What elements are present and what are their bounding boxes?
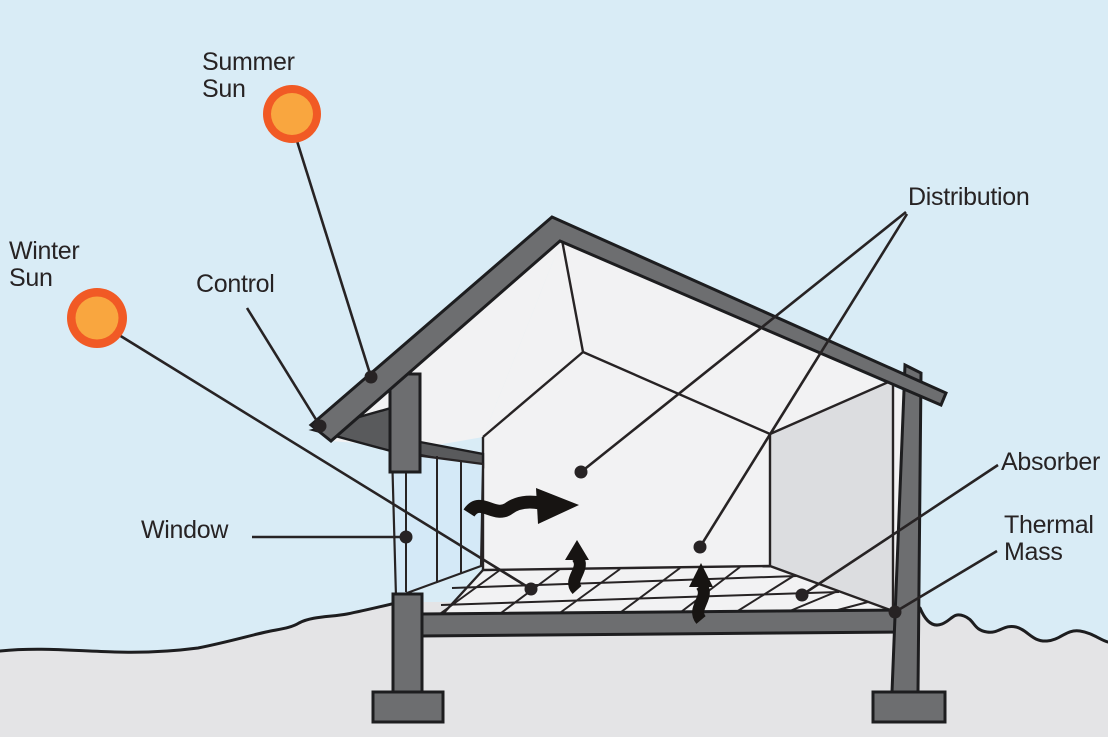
window-label: Window — [141, 516, 229, 544]
ceiling-ridge-fold-line — [560, 239, 585, 353]
summer-sun-label: Summer Sun — [202, 49, 295, 103]
ceiling-left-fold-line — [482, 351, 584, 438]
summer-sun-ray-line — [295, 140, 373, 378]
window-dot — [399, 530, 413, 544]
thermal-mass-dot — [888, 605, 902, 619]
winter-sun-ray-dot — [524, 582, 538, 596]
winter-sun-label-line2: Sun — [9, 264, 53, 292]
distribution-callout-line-wall — [580, 210, 907, 474]
thermal-mass-label-line1: Thermal — [1004, 511, 1094, 539]
ceiling-back-wall-line — [582, 350, 771, 436]
control-dot — [313, 419, 327, 433]
back-wall-floor-line — [482, 564, 771, 572]
winter-sun-label: Winter Sun — [9, 237, 80, 292]
left-post-upper — [388, 372, 422, 474]
thermal-mass-label-line2: Mass — [1004, 538, 1063, 566]
distribution-callout-line-floor — [698, 213, 909, 548]
ground — [0, 602, 1108, 737]
control-callout-line — [245, 307, 322, 427]
right-footing — [871, 690, 947, 724]
ground-contour — [0, 600, 1108, 654]
left-footing — [371, 690, 445, 724]
control-label: Control — [196, 270, 275, 298]
rising-heat-arrow-icon — [565, 540, 589, 595]
thermal-mass-label: Thermal Mass — [1004, 512, 1094, 566]
winter-sun-ray-line — [118, 333, 532, 591]
distribution-floor-dot — [693, 540, 707, 554]
thermal-mass-callout-line — [894, 549, 998, 614]
absorber-callout-line — [801, 463, 999, 597]
distribution-label: Distribution — [908, 183, 1030, 211]
summer-sun-ray-dot — [364, 370, 378, 384]
distribution-wall-dot — [574, 465, 588, 479]
winter-sun-label-line1: Winter — [9, 237, 80, 265]
summer-sun-label-line1: Summer — [202, 48, 295, 76]
airflow-arrow-icon — [463, 488, 579, 524]
floor-grid — [436, 566, 869, 617]
absorber-label: Absorber — [1001, 448, 1101, 476]
summer-sun-icon — [263, 85, 321, 143]
left-post-lower — [391, 592, 424, 694]
absorber-dot — [795, 588, 809, 602]
rising-heat-arrow-icon — [689, 563, 713, 624]
floor-slab — [418, 608, 905, 638]
roof — [308, 215, 948, 443]
winter-sun-icon — [67, 288, 127, 348]
summer-sun-label-line2: Sun — [202, 75, 246, 103]
